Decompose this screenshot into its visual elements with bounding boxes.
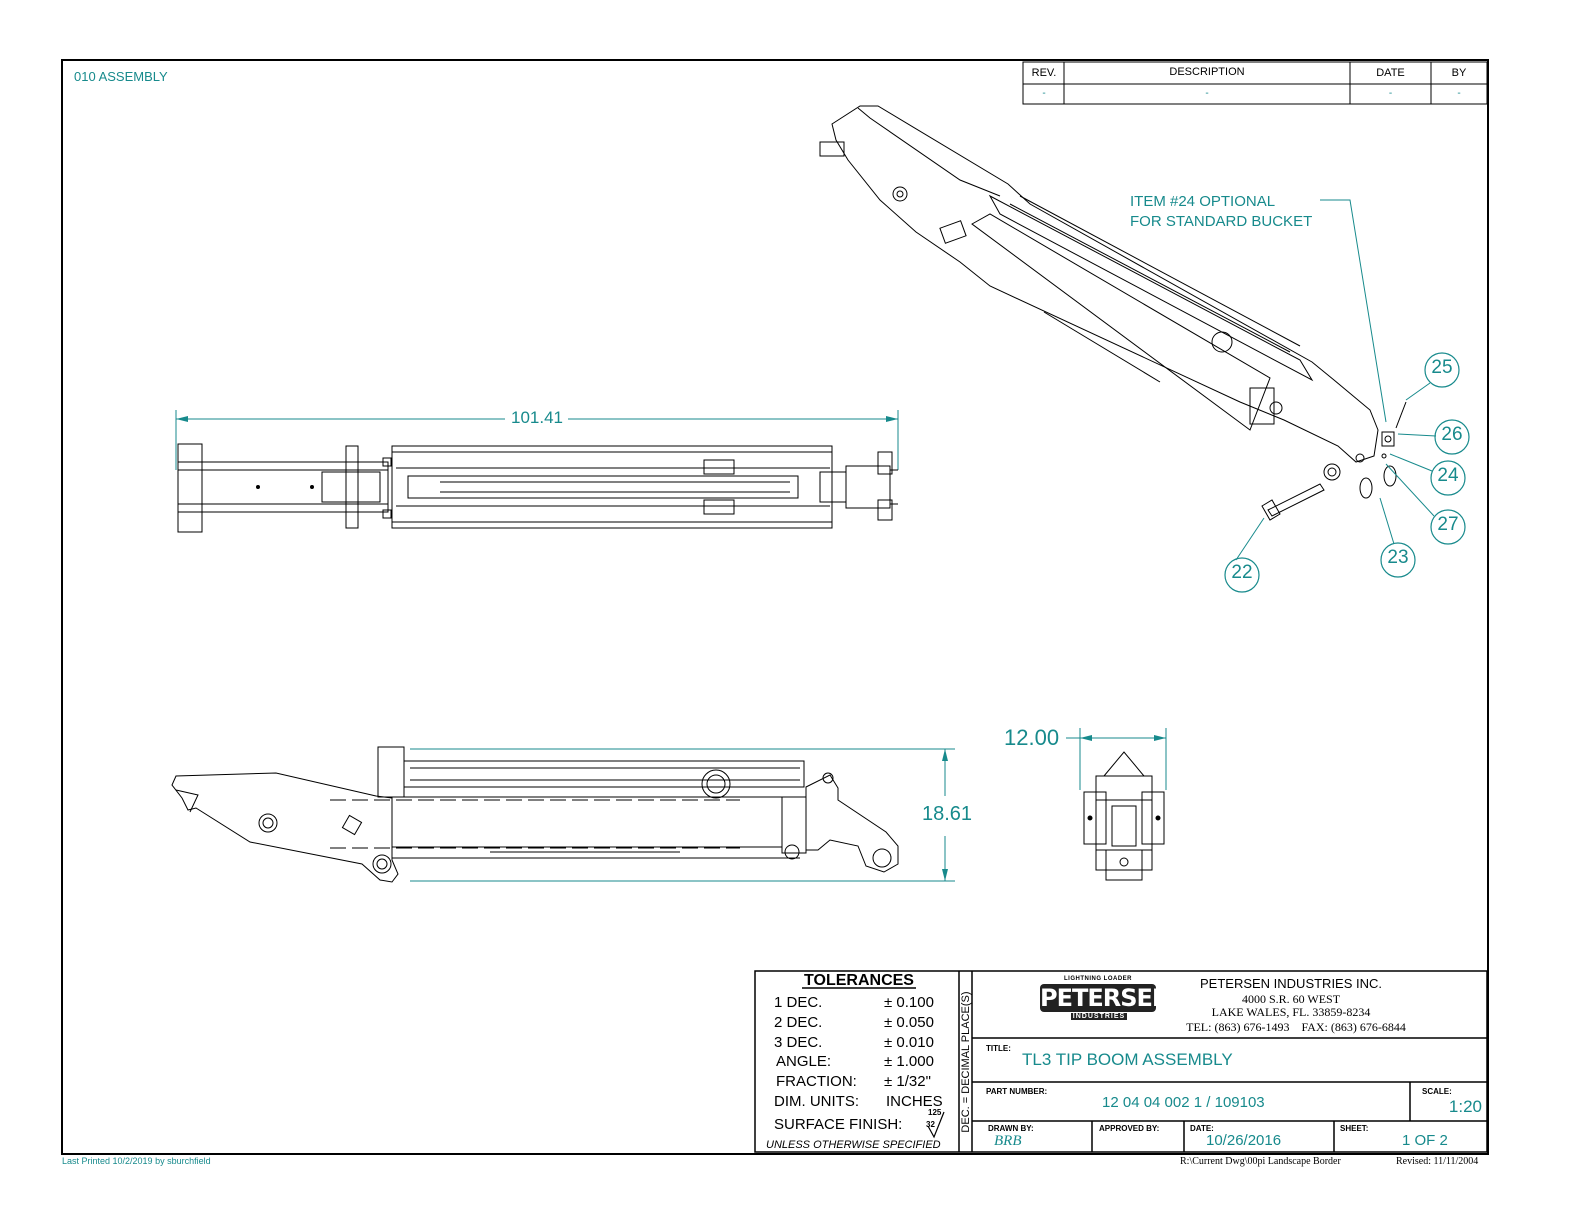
balloon-label-22: 22 xyxy=(1231,562,1253,583)
logo-sub-text: INDUSTRIES xyxy=(1070,1012,1128,1021)
drawing-date: 10/26/2016 xyxy=(1206,1132,1282,1149)
by-header: BY xyxy=(1451,67,1467,79)
top-view xyxy=(175,410,899,533)
description-value: - xyxy=(1205,88,1209,99)
last-printed: Last Printed 10/2/2019 by sburchfield xyxy=(62,1156,211,1166)
finish-top-value: 125 xyxy=(928,1108,942,1117)
balloon-27 xyxy=(1430,509,1466,545)
surface-finish-symbol xyxy=(927,1111,945,1139)
callout-note-line2: FOR STANDARD BUCKET xyxy=(1130,213,1313,230)
finish-bottom-value: 32 xyxy=(926,1120,935,1129)
part-number-label: PART NUMBER: xyxy=(986,1087,1048,1096)
drawn-by-label: DRAWN BY: xyxy=(988,1124,1034,1133)
sheet-number: 1 OF 2 xyxy=(1402,1132,1448,1149)
end-view xyxy=(1066,728,1167,881)
company-logo: LIGHTNING LOADER PETERSEN INDUSTRIES xyxy=(1040,976,1172,1024)
tolerances-title: TOLERANCES xyxy=(804,972,914,989)
dimension-top-length: 101.41 xyxy=(508,408,566,428)
sheet-label: SHEET: xyxy=(1340,1124,1369,1133)
tolerance-block-frame xyxy=(754,970,1488,1153)
tolerance-label-angle: ANGLE: xyxy=(776,1053,832,1070)
balloon-label-25: 25 xyxy=(1431,357,1453,378)
date-value: - xyxy=(1388,88,1393,99)
by-value: - xyxy=(1457,88,1461,99)
header-note: 010 ASSEMBLY xyxy=(74,69,168,84)
title-label: TITLE: xyxy=(986,1044,1011,1053)
balloon-label-27: 27 xyxy=(1437,514,1459,535)
date-label: DATE: xyxy=(1190,1124,1214,1133)
drawn-by: BRB xyxy=(994,1133,1022,1149)
scale-value: 1:20 xyxy=(1448,1097,1482,1116)
part-number: 12 04 04 002 1 / 109103 xyxy=(1102,1094,1265,1111)
tolerance-value-angle: ± 1.000 xyxy=(884,1053,934,1070)
balloon-23 xyxy=(1380,542,1416,578)
tolerance-value-units: INCHES xyxy=(886,1093,943,1110)
balloon-label-26: 26 xyxy=(1441,424,1463,445)
balloon-label-23: 23 xyxy=(1387,547,1409,568)
scale-label: SCALE: xyxy=(1422,1087,1452,1096)
revision-block xyxy=(1022,61,1488,105)
tolerance-footer: UNLESS OTHERWISE SPECIFIED xyxy=(766,1139,941,1151)
tolerance-label-fraction: FRACTION: xyxy=(776,1073,857,1090)
approved-by-label: APPROVED BY: xyxy=(1099,1124,1160,1133)
rev-header: REV. xyxy=(1031,67,1057,79)
description-header: DESCRIPTION xyxy=(1169,66,1245,78)
company-name: PETERSEN INDUSTRIES INC. xyxy=(1199,976,1383,991)
tolerance-label-2: 2 DEC. xyxy=(774,1014,823,1031)
border-path: R:\Current Dwg\00pi Landscape Border xyxy=(1180,1156,1341,1167)
decimal-side-label: DEC. = DECIMAL PLACE(S) xyxy=(960,991,972,1133)
tolerance-label-units: DIM. UNITS: xyxy=(774,1093,859,1110)
logo-main-text: PETERSEN xyxy=(1040,984,1172,1012)
balloon-25 xyxy=(1424,352,1460,388)
company-address2: LAKE WALES, FL. 33859-8234 xyxy=(1211,1005,1371,1019)
balloon-24 xyxy=(1430,460,1466,496)
logo-top-text: LIGHTNING LOADER xyxy=(1064,976,1132,982)
tolerance-value-1: ± 0.100 xyxy=(884,994,934,1011)
dimension-end-width: 12.00 xyxy=(1004,725,1060,750)
tolerance-label-finish: SURFACE FINISH: xyxy=(774,1116,903,1133)
isometric-view xyxy=(819,105,1470,593)
company-phone: TEL: (863) 676-1493 FAX: (863) 676-6844 xyxy=(1186,1020,1406,1034)
balloon-22 xyxy=(1224,557,1260,593)
tolerance-value-3: ± 0.010 xyxy=(884,1034,934,1051)
date-header: DATE xyxy=(1376,67,1405,79)
balloon-26 xyxy=(1434,419,1470,455)
callout-note-line1: ITEM #24 OPTIONAL xyxy=(1130,193,1276,210)
balloon-label-24: 24 xyxy=(1437,465,1459,486)
company-address1: 4000 S.R. 60 WEST xyxy=(1241,992,1341,1006)
tolerance-value-2: ± 0.050 xyxy=(884,1014,934,1031)
drawing-title: TL3 TIP BOOM ASSEMBLY xyxy=(1022,1050,1233,1069)
callout-note: ITEM #24 OPTIONAL FOR STANDARD BUCKET xyxy=(1130,192,1312,232)
dimension-side-height: 18.61 xyxy=(922,803,973,826)
side-view xyxy=(171,746,955,883)
rev-value: - xyxy=(1042,88,1046,99)
tolerance-value-fraction: ± 1/32" xyxy=(884,1073,931,1090)
sheet-border xyxy=(61,59,1489,1155)
border-revised: Revised: 11/11/2004 xyxy=(1396,1156,1479,1167)
tolerance-label-3: 3 DEC. xyxy=(774,1034,823,1051)
tolerance-label-1: 1 DEC. xyxy=(774,994,823,1011)
